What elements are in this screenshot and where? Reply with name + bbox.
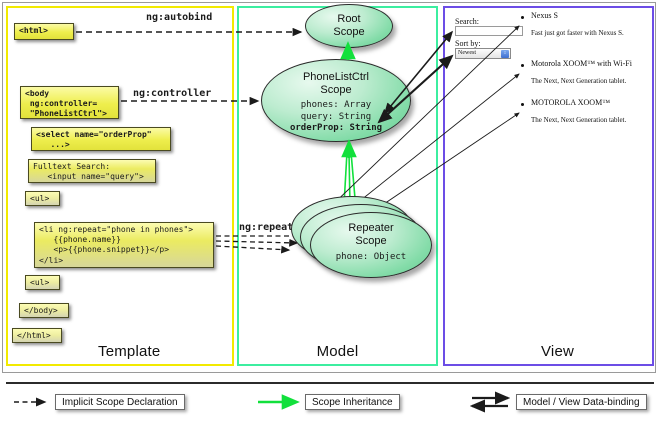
code-box-li-ngrepeat: <li ng:repeat="phone in phones"> {{phone…	[34, 222, 214, 268]
repeater-prop-phone: phone: Object	[335, 252, 407, 263]
code-box-body-close: </body>	[19, 303, 69, 318]
legend-model-view-databinding: Model / View Data-binding	[516, 394, 647, 410]
repeater-scope-title-line-2: Scope	[355, 234, 387, 247]
panel-template: Template	[6, 6, 234, 366]
phonelistctrl-prop-orderprop: orderProp: String	[289, 122, 383, 133]
phone-bullet-icon-2	[521, 64, 524, 67]
connector-label-controller: ng:controller	[133, 88, 212, 99]
legend-implicit-scope-declaration: Implicit Scope Declaration	[55, 394, 185, 410]
root-scope-title-line-1: Root	[337, 13, 361, 25]
phone-name-3[interactable]: MOTOROLA XOOM™	[531, 98, 611, 107]
phone-name-2[interactable]: Motorola XOOM™ with Wi-Fi	[531, 59, 632, 68]
phonelistctrl-prop-query: query: String	[300, 111, 372, 122]
root-scope: Root Scope	[305, 4, 393, 48]
phonelistctrl-scope-title-line-1: PhoneListCtrl	[302, 71, 370, 83]
search-input[interactable]	[455, 26, 523, 36]
sort-by-select[interactable]: Newest ↕	[455, 48, 511, 59]
panel-model-label: Model	[316, 343, 359, 360]
phone-name-1[interactable]: Nexus S	[531, 11, 558, 20]
code-box-ul-close: <ul>	[25, 275, 60, 290]
phonelistctrl-prop-phones: phones: Array	[300, 100, 372, 111]
phone-snippet-3: The Next, Next Generation tablet.	[531, 116, 627, 124]
connector-label-autobind: ng:autobind	[146, 12, 213, 23]
code-box-fulltext-search: Fulltext Search: <input name="query">	[28, 159, 156, 183]
code-box-html-open: <html>	[14, 23, 74, 40]
code-box-html-close: </html>	[12, 328, 62, 343]
phone-snippet-2: The Next, Next Generation tablet.	[531, 77, 627, 85]
phone-bullet-icon-1	[521, 16, 524, 19]
repeater-scope-title-line-1: Repeater	[348, 222, 394, 234]
view-sort-label: Sort by:	[455, 39, 481, 48]
root-scope-title-line-2: Scope	[333, 25, 365, 38]
repeater-scope: Repeater Scope phone: Object	[310, 212, 432, 278]
code-box-body-controller: <body ng:controller= "PhoneListCtrl">	[20, 86, 119, 119]
legend-scope-inheritance: Scope Inheritance	[305, 394, 400, 410]
legend-divider	[6, 382, 654, 384]
panel-view-label: View	[541, 343, 575, 360]
phonelistctrl-scope-title-line-2: Scope	[320, 83, 352, 96]
sort-by-selected-value: Newest	[458, 50, 476, 56]
phonelistctrl-scope: PhoneListCtrl Scope phones: Array query:…	[261, 59, 411, 142]
view-search-label: Search:	[455, 17, 479, 26]
connector-label-repeat: ng:repeat	[239, 222, 294, 233]
phone-bullet-icon-3	[521, 103, 524, 106]
code-box-select-orderprop: <select name="orderProp" ...>	[31, 127, 171, 151]
panel-template-label: Template	[98, 343, 161, 360]
chevron-updown-icon: ↕	[501, 50, 509, 58]
phone-snippet-1: Fast just got faster with Nexus S.	[531, 29, 624, 37]
code-box-ul-open: <ul>	[25, 191, 60, 206]
